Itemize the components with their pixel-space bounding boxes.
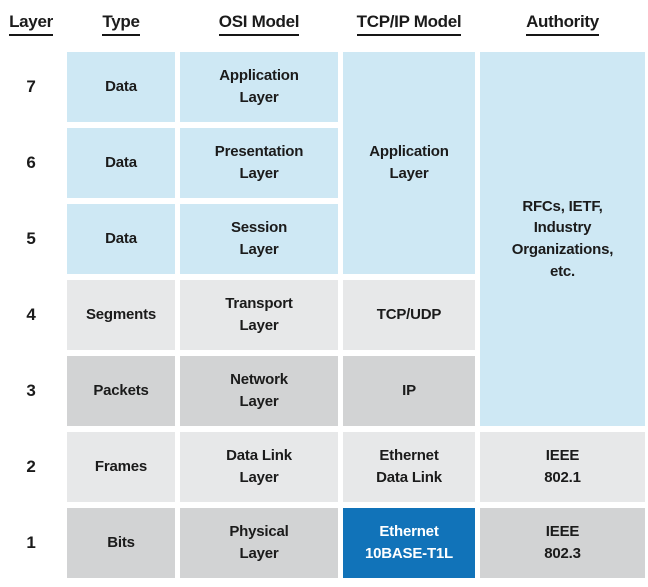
type-cell-layer3-packets: Packets (67, 356, 175, 426)
table-body: 7 6 5 4 3 2 1 Data Data Data Segments Pa… (0, 52, 648, 578)
layer-number-2: 2 (26, 456, 36, 476)
table-header-row: Layer Type OSI Model TCP/IP Model Author… (0, 0, 648, 38)
layer-number-5: 5 (26, 228, 36, 248)
osi-cell-application-layer: Application Layer (180, 52, 338, 122)
osi-cell-session-layer: Session Layer (180, 204, 338, 274)
layer-number-6: 6 (26, 152, 36, 172)
type-cell-layer6-data: Data (67, 128, 175, 198)
authority-cell-rfcs-ietf: RFCs, IETF, Industry Organizations, etc. (480, 52, 645, 426)
authority-cell-ieee-802-3: IEEE 802.3 (480, 508, 645, 578)
type-cell-layer5-data: Data (67, 204, 175, 274)
type-cell-layer2-frames: Frames (67, 432, 175, 502)
osi-cell-physical-layer: Physical Layer (180, 508, 338, 578)
tcpip-cell-ethernet-data-link: Ethernet Data Link (343, 432, 475, 502)
header-authority: Authority (480, 12, 645, 38)
authority-cell-ieee-802-1: IEEE 802.1 (480, 432, 645, 502)
type-cell-layer1-bits: Bits (67, 508, 175, 578)
header-tcpip-model-label: TCP/IP Model (356, 12, 462, 36)
osi-cell-transport-layer: Transport Layer (180, 280, 338, 350)
header-layer-label: Layer (9, 12, 53, 36)
header-osi-model: OSI Model (180, 12, 338, 38)
header-type: Type (67, 12, 175, 38)
osi-cell-network-layer: Network Layer (180, 356, 338, 426)
layer-number-4: 4 (26, 304, 36, 324)
type-cell-layer4-segments: Segments (67, 280, 175, 350)
tcpip-cell-application-layer: Application Layer (343, 52, 475, 274)
layer-number-3: 3 (26, 380, 36, 400)
header-type-label: Type (102, 12, 140, 36)
header-authority-label: Authority (526, 12, 599, 36)
osi-cell-presentation-layer: Presentation Layer (180, 128, 338, 198)
header-osi-model-label: OSI Model (218, 12, 300, 36)
layer-number-7: 7 (26, 76, 36, 96)
tcpip-cell-ethernet-10base-t1l-highlighted: Ethernet 10BASE-T1L (343, 508, 475, 578)
header-tcpip-model: TCP/IP Model (343, 12, 475, 38)
layer-number-1: 1 (26, 532, 36, 552)
tcpip-cell-tcp-udp: TCP/UDP (343, 280, 475, 350)
tcpip-cell-ip: IP (343, 356, 475, 426)
osi-cell-data-link-layer: Data Link Layer (180, 432, 338, 502)
type-cell-layer7-data: Data (67, 52, 175, 122)
header-layer: Layer (0, 12, 62, 38)
